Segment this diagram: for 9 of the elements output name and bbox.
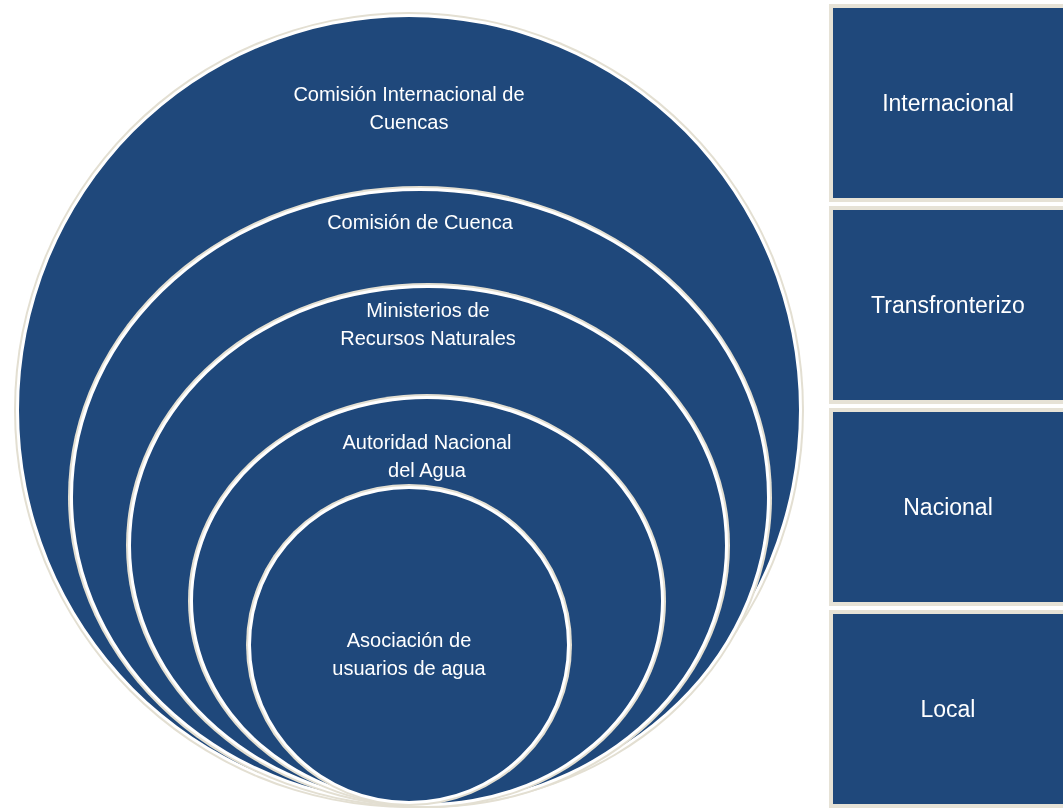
layer-label: Transfronterizo <box>871 291 1025 319</box>
layer-label: Comisión Internacional de Cuencas <box>292 82 526 135</box>
layer-label: Comisión de Cuenca <box>326 210 514 235</box>
layer-label: Ministerios de Recursos Naturales <box>339 298 517 351</box>
layer-label: Asociación de usuarios de agua <box>331 628 487 681</box>
layer-label: Local <box>920 695 976 723</box>
layer-label: Internacional <box>882 89 1014 117</box>
layer-label: Nacional <box>903 493 993 521</box>
layer-label: Autoridad Nacional del Agua <box>341 430 513 483</box>
